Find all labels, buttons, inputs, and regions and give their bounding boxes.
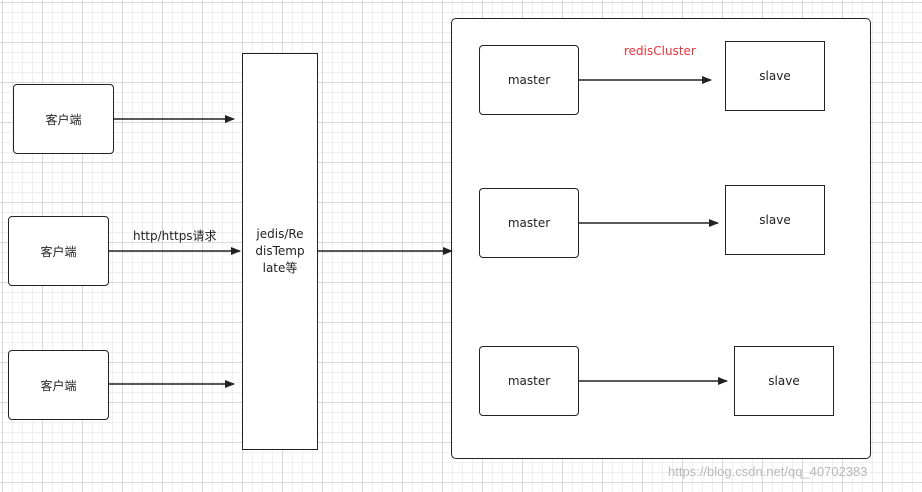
middleware-label-line: disTemp [255, 244, 305, 258]
slave-box-3: slave [734, 346, 834, 416]
master-label: master [507, 374, 551, 388]
middleware-box: jedis/Re disTemp late等 [242, 53, 318, 450]
middleware-label-line: late等 [262, 261, 298, 275]
slave-label: slave [759, 69, 791, 83]
middleware-label-line: jedis/Re [256, 227, 304, 241]
master-box-2: master [479, 188, 579, 258]
client-label: 客户端 [40, 244, 77, 259]
watermark: https://blog.csdn.net/qq_40702383 [668, 464, 868, 479]
client-label: 客户端 [45, 112, 82, 127]
client-label: 客户端 [40, 378, 77, 393]
slave-label: slave [768, 374, 800, 388]
client-box-3: 客户端 [8, 350, 109, 420]
slave-label: slave [759, 213, 791, 227]
slave-box-2: slave [725, 185, 825, 255]
master-label: master [507, 73, 551, 87]
client-box-2: 客户端 [8, 216, 109, 286]
cluster-title: redisCluster [624, 44, 696, 58]
master-box-3: master [479, 346, 579, 416]
master-label: master [507, 216, 551, 230]
middleware-label: jedis/Re disTemp late等 [251, 226, 308, 277]
request-label: http/https请求 [133, 229, 217, 243]
slave-box-1: slave [725, 41, 825, 111]
master-box-1: master [479, 45, 579, 115]
client-box-1: 客户端 [13, 84, 114, 154]
